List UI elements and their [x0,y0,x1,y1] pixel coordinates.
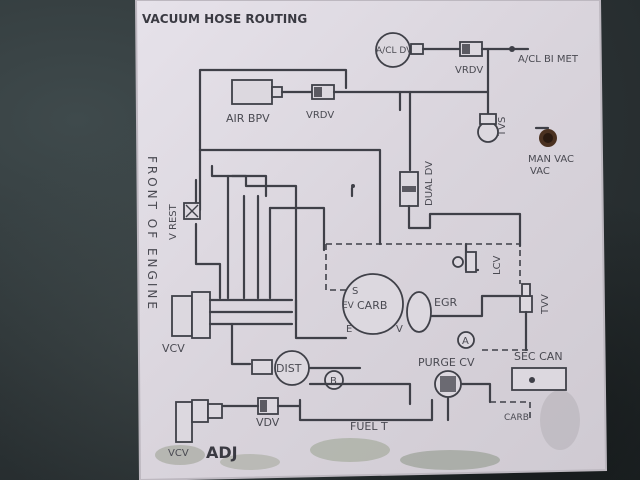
carb-ev-port: EV [342,301,355,311]
dist-label: DIST [276,362,302,375]
carb-component [342,273,404,335]
sec-can-component [511,367,567,391]
carb-label: CARB [357,299,387,312]
man-vac-label: MAN VAC [528,154,574,165]
purge-cv-label: PURGE CV [418,356,475,369]
man-vac-label-2: VAC [530,166,550,177]
sec-can-label: SEC CAN [514,350,563,363]
tvs-label: TVS [497,117,508,137]
air-bpv-component [231,79,273,105]
vcv-bottom-label: VCV [168,448,189,459]
grime-spots [155,390,580,470]
carb-dashed-enclosure [325,243,521,291]
marker-a [457,331,475,349]
tvv-component [519,295,533,313]
vcv-mid-component [171,295,193,337]
acl-dv-component [375,32,411,68]
carb-s-port: S [352,286,358,297]
tvv-label: TVV [540,294,551,315]
egr-label: EGR [434,296,457,309]
vcv-mid-label: VCV [162,342,185,355]
adj-label: ADJ [206,443,238,462]
marker-a-label: A [462,336,469,347]
v-rest-label: V REST [168,203,179,240]
acl-dv-label: A/CL DV [376,46,413,56]
lcv-label: LCV [492,255,503,275]
vrdv-mid-label: VRDV [306,110,334,121]
vrdv-top-label: VRDV [455,65,483,76]
fuel-t-label: FUEL T [350,420,388,433]
tvs-component [477,121,499,143]
air-bpv-label: AIR BPV [226,112,270,125]
vcv-bottom-component [175,401,193,443]
carb-small-label: CARB [504,413,529,423]
carb-e-port: E [346,324,352,335]
acl-dv-port [410,43,424,55]
marker-b-label: B [330,376,337,387]
vdv-label: VDV [256,416,280,429]
acl-bimet-label: A/CL BI MET [518,54,579,65]
dual-dv-label: DUAL DV [424,161,435,206]
egr-component [406,291,432,333]
front-of-engine-label: FRONT OF ENGINE [145,156,159,312]
diagram-title: VACUUM HOSE ROUTING [142,12,307,26]
carb-v-port: V [396,324,403,335]
lcv-component [465,251,477,273]
